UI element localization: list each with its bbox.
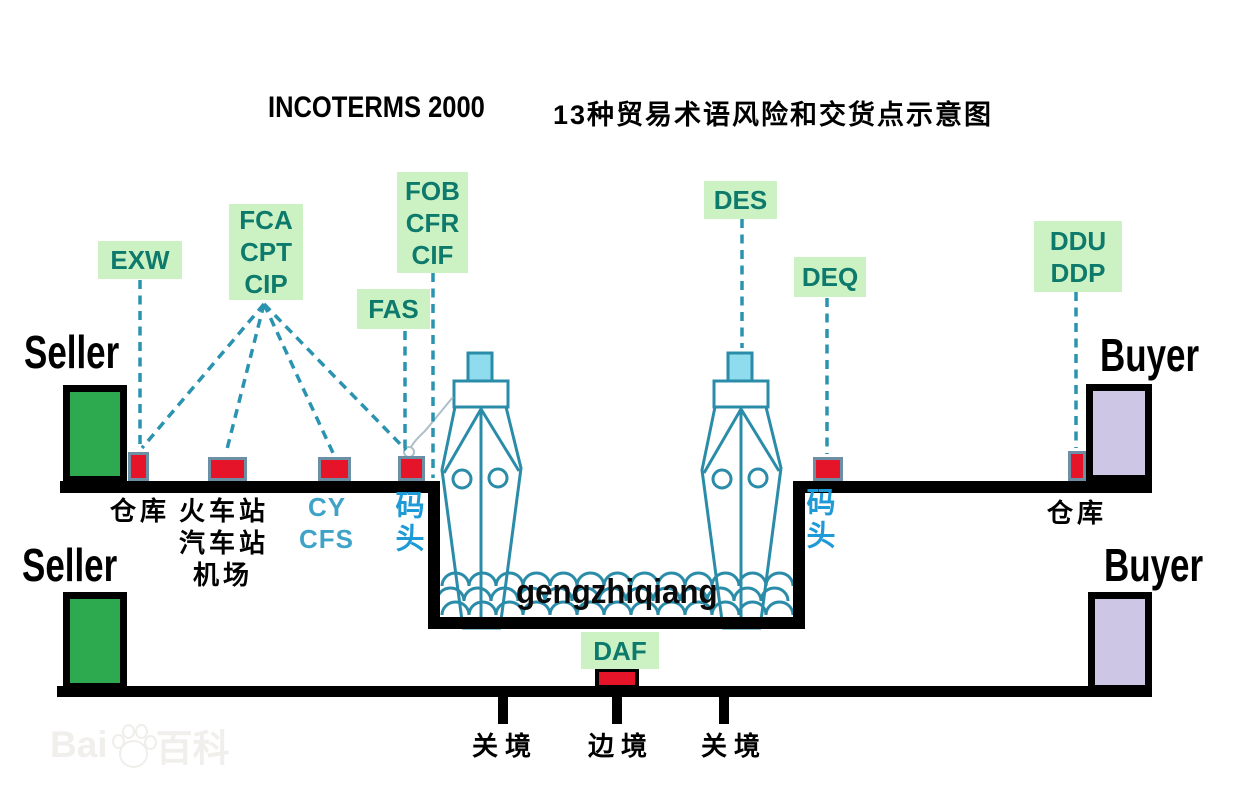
label-bus-station: 汽车站 bbox=[179, 528, 270, 558]
term-exw: EXW bbox=[110, 245, 170, 275]
water-waves bbox=[435, 571, 795, 616]
lower-ground bbox=[57, 686, 1152, 697]
fca-fan-line-station bbox=[224, 303, 266, 454]
marker-warehouse-right bbox=[1068, 451, 1086, 481]
customs-tick-left bbox=[498, 694, 508, 724]
term-ddu: DDU bbox=[1049, 225, 1107, 256]
cargo-ship-left bbox=[440, 351, 523, 630]
basin-bottom bbox=[428, 617, 805, 629]
term-box-ddu-ddp: DDU DDP bbox=[1034, 221, 1122, 292]
marker-dock-left bbox=[398, 456, 425, 481]
buyer-top-label: Buyer bbox=[1100, 329, 1200, 381]
term-fca: FCA bbox=[239, 205, 293, 235]
seller-warehouse-top bbox=[63, 385, 127, 483]
term-deq: DEQ bbox=[801, 262, 859, 292]
customs-tick-right bbox=[719, 694, 729, 724]
fca-fan-line-warehouse bbox=[140, 302, 266, 450]
term-ddp: DDP bbox=[1050, 257, 1106, 288]
term-box-fas: FAS bbox=[357, 289, 430, 329]
dashed-delivery-lines bbox=[138, 219, 1078, 478]
fca-fan-line-cy bbox=[262, 303, 335, 454]
term-fob: FOB bbox=[405, 175, 460, 206]
marker-daf-frontier bbox=[595, 668, 639, 689]
label-train-station: 火车站 bbox=[179, 496, 270, 526]
term-box-fob-cfr-cif: FOB CFR CIF bbox=[397, 172, 468, 273]
buyer-bottom-label: Buyer bbox=[1104, 539, 1204, 591]
brand-watermark: Bai 百科 bbox=[50, 718, 230, 772]
term-box-daf: DAF bbox=[581, 632, 659, 669]
label-customs-left: 关境 bbox=[472, 731, 539, 761]
upper-ground-left bbox=[60, 481, 432, 493]
label-frontier: 边境 bbox=[588, 731, 655, 761]
fca-fan-line-dock bbox=[262, 302, 408, 452]
marker-train-station bbox=[208, 457, 247, 481]
seller-top-label: Seller bbox=[24, 326, 120, 378]
term-cip: CIP bbox=[244, 269, 288, 299]
seller-bottom-label: Seller bbox=[22, 539, 118, 591]
term-box-deq: DEQ bbox=[794, 257, 866, 297]
term-des: DES bbox=[713, 185, 768, 215]
term-cfr: CFR bbox=[405, 207, 460, 238]
frontier-tick bbox=[612, 694, 622, 724]
label-airport: 机场 bbox=[193, 560, 254, 590]
upper-ground-right bbox=[793, 481, 1152, 493]
center-watermark: gengzhiqiang bbox=[516, 573, 718, 611]
term-cif: CIF bbox=[411, 239, 454, 270]
brand-suffix: 百科 bbox=[155, 728, 230, 769]
label-warehouse-right: 仓库 bbox=[1047, 498, 1108, 528]
term-box-exw: EXW bbox=[98, 241, 182, 279]
marker-dock-right bbox=[813, 457, 843, 481]
buyer-warehouse-top bbox=[1086, 384, 1152, 482]
label-customs-right: 关境 bbox=[701, 731, 768, 761]
term-daf: DAF bbox=[593, 635, 647, 666]
label-dock-left: 码头 bbox=[391, 490, 423, 556]
buyer-warehouse-bottom bbox=[1088, 592, 1152, 692]
seller-warehouse-bottom bbox=[63, 592, 127, 690]
marker-cy-cfs bbox=[318, 457, 351, 481]
basin-right-wall bbox=[793, 481, 805, 629]
page-title: INCOTERMS 2000 bbox=[268, 91, 485, 124]
label-warehouse-left: 仓库 bbox=[110, 496, 171, 526]
basin-left-wall bbox=[428, 481, 440, 629]
term-box-des: DES bbox=[704, 181, 777, 219]
term-box-fca-cpt-cip: FCA CPT CIP bbox=[229, 204, 303, 300]
label-cy: CY bbox=[308, 492, 347, 522]
term-cpt: CPT bbox=[240, 237, 292, 267]
label-dock-right: 码头 bbox=[802, 487, 834, 553]
paw-icon bbox=[110, 722, 157, 768]
marker-warehouse-left bbox=[128, 452, 149, 481]
term-fas: FAS bbox=[368, 294, 419, 324]
label-cfs: CFS bbox=[299, 524, 354, 554]
page-subtitle: 13种贸易术语风险和交货点示意图 bbox=[553, 100, 994, 130]
brand-prefix: Bai bbox=[50, 724, 108, 765]
